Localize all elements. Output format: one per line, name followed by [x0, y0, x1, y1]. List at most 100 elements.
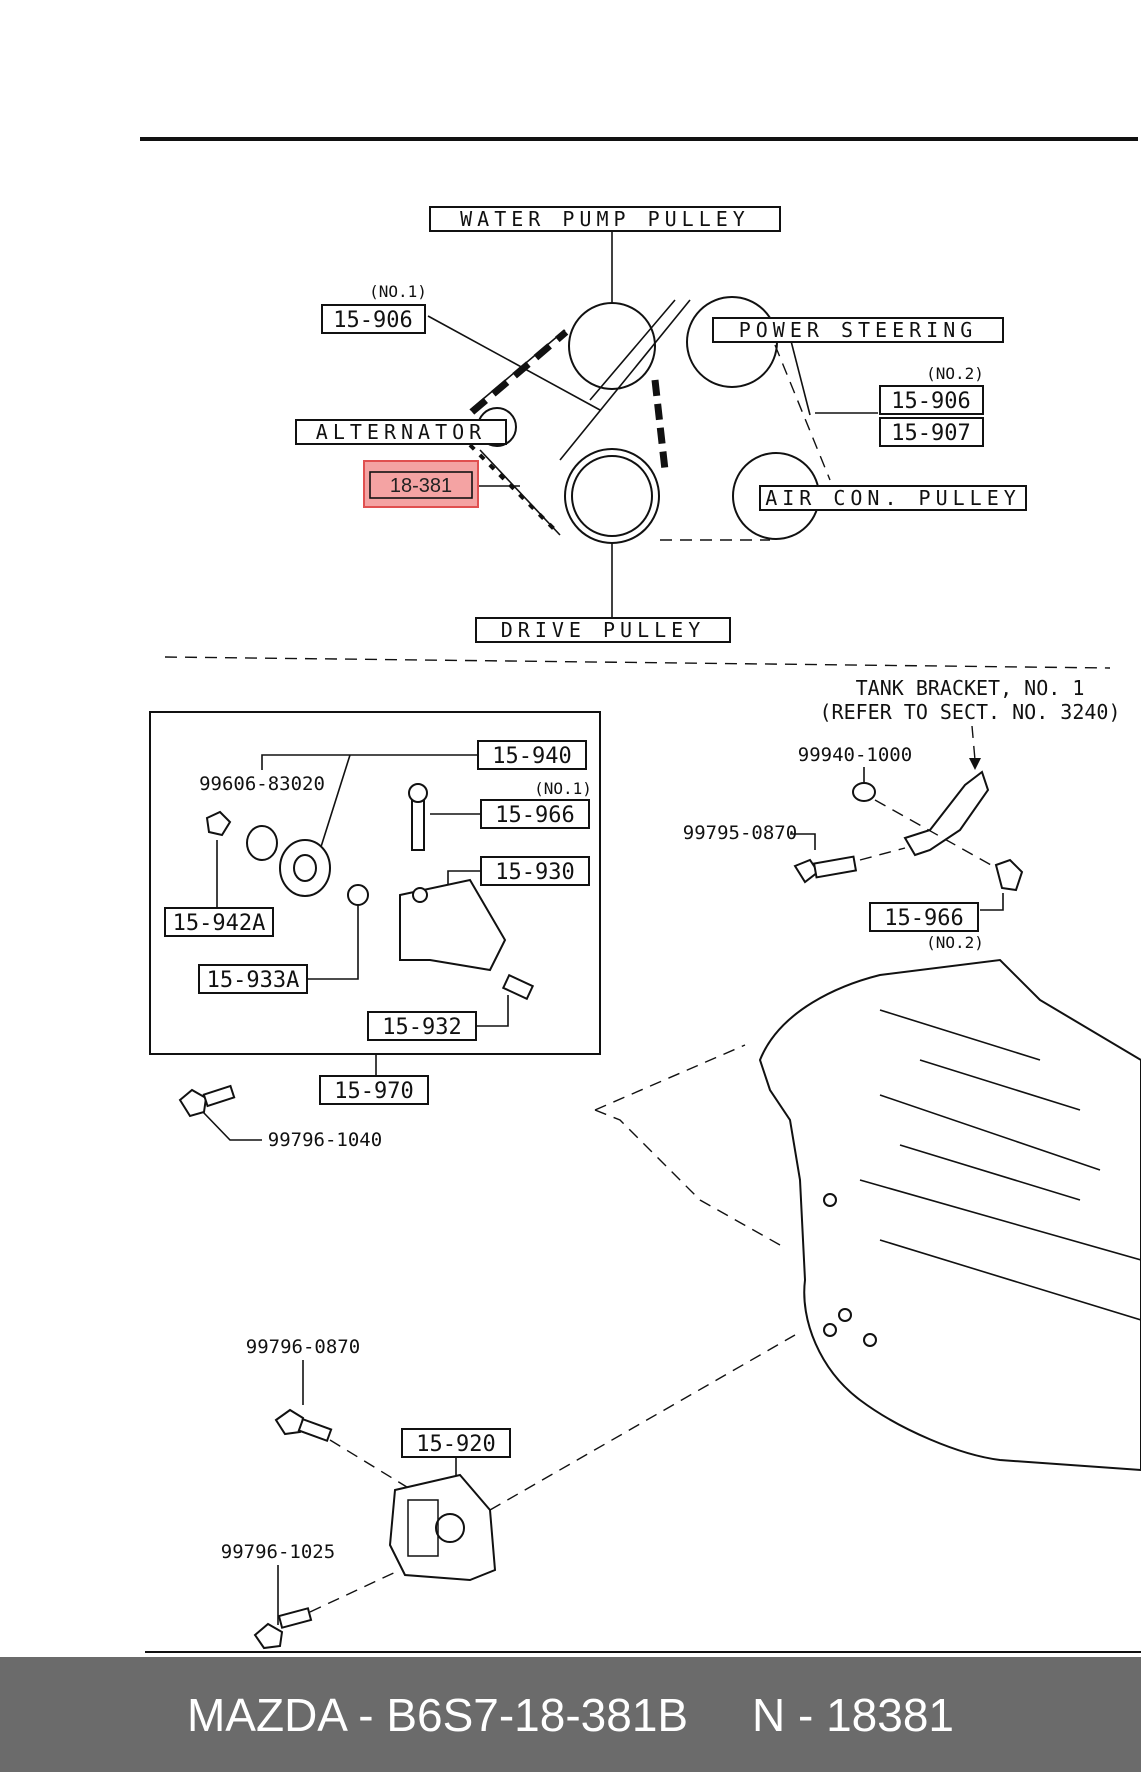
- parts-diagram: WATER PUMP PULLEY (NO.1) 15-906 POWER ST…: [140, 137, 1141, 1653]
- no1-tag-b: (NO.1): [534, 779, 592, 798]
- no2-tag-b: (NO.2): [926, 933, 984, 952]
- belt-ribs-2: [651, 379, 669, 471]
- tank-bracket-assembly: TANK BRACKET, NO. 1 (REFER TO SECT. NO. …: [683, 676, 1121, 952]
- alternator-box: [295, 419, 507, 445]
- water-pump-pulley-shape: [568, 302, 656, 390]
- bolt-99796-1040-head: [178, 1088, 208, 1118]
- belt-alternator-ribs: [469, 329, 569, 415]
- bolt-15932: [501, 973, 535, 1001]
- part-15942a-box[interactable]: [164, 907, 274, 937]
- bolt-15966-no1: [411, 794, 425, 851]
- no1-tag-a: (NO.1): [369, 282, 427, 301]
- spacer-99606: [246, 825, 278, 861]
- part-15932[interactable]: 15-932: [382, 1015, 461, 1040]
- leader-99795-0870: [790, 833, 816, 850]
- nut-15942a: [205, 810, 232, 837]
- drive-pulley-box: [475, 617, 731, 643]
- leader-15932: [476, 995, 509, 1027]
- part-99940-1000[interactable]: 99940-1000: [798, 744, 912, 766]
- part-99606-83020[interactable]: 99606-83020: [199, 773, 325, 795]
- section-divider: [164, 656, 1111, 669]
- clip-15966-no2: [994, 858, 1024, 892]
- part-15933a-box[interactable]: [198, 964, 308, 994]
- part-15906-no1[interactable]: 15-906: [333, 308, 412, 333]
- no2-tag-a: (NO.2): [926, 364, 984, 383]
- bracket-hole: [412, 887, 428, 903]
- mount-bracket-rib: [407, 1499, 439, 1557]
- tank-bracket-shape: [903, 770, 990, 857]
- power-steering-box: [712, 317, 1004, 343]
- washer-99940: [852, 782, 876, 802]
- part-15970-box[interactable]: [319, 1075, 429, 1105]
- leader-99796-1040: [202, 1111, 262, 1141]
- mount-bracket-hole: [435, 1513, 465, 1543]
- part-15907-box[interactable]: [879, 417, 984, 447]
- part-15907[interactable]: 15-907: [891, 421, 970, 446]
- leader-15933a: [307, 905, 359, 980]
- drive-pulley-label: DRIVE PULLEY: [501, 618, 706, 642]
- part-number-footer: MAZDA - B6S7-18-381B N - 18381: [0, 1657, 1141, 1772]
- part-15906-no1-box[interactable]: [321, 304, 426, 334]
- drive-pulley-inner: [571, 455, 653, 537]
- leader-15940: [261, 754, 478, 851]
- part-15920-box[interactable]: [401, 1428, 511, 1458]
- bracket-assembly-lines: [859, 799, 1001, 871]
- bolt-99796-1025-shank: [277, 1607, 313, 1629]
- part-15940[interactable]: 15-940: [492, 744, 571, 769]
- engine-hole-3: [863, 1333, 877, 1347]
- engine-ribs: [859, 1009, 1141, 1321]
- bolt-99796-1025-head: [253, 1622, 284, 1650]
- engine-hole-1: [823, 1193, 837, 1207]
- bolt-99796-0870-shank: [297, 1417, 333, 1443]
- part-15933a[interactable]: 15-933A: [207, 968, 300, 993]
- mount-bolt-line-2: [309, 1569, 401, 1613]
- leader-ps: [789, 336, 811, 416]
- belt-layout: WATER PUMP PULLEY (NO.1) 15-906 POWER ST…: [295, 206, 1027, 643]
- part-15906-no2[interactable]: 15-906: [891, 389, 970, 414]
- engine-hole-2: [838, 1308, 852, 1322]
- part-15940-box[interactable]: [477, 740, 587, 770]
- bolt-99796-1040-shank: [202, 1084, 236, 1108]
- part-99796-1040[interactable]: 99796-1040: [268, 1129, 382, 1151]
- engine-block: [594, 958, 1141, 1472]
- part-15966-no1-box[interactable]: [480, 799, 590, 829]
- leader-tank-bracket: [971, 725, 976, 761]
- part-99796-1025[interactable]: 99796-1025: [221, 1541, 335, 1563]
- part-15966-no2-box[interactable]: [869, 902, 979, 932]
- part-15932-box[interactable]: [367, 1011, 477, 1041]
- water-pump-pulley-box: [429, 206, 781, 232]
- part-15920[interactable]: 15-920: [416, 1432, 495, 1457]
- belt-ps-ac: [660, 344, 831, 541]
- mount-guide-lines: [594, 1044, 781, 1246]
- part-15930[interactable]: 15-930: [495, 860, 574, 885]
- part-15966-no1[interactable]: 15-966: [495, 803, 574, 828]
- mount-bracket-assembly: 99796-0870 15-920 99796-1025: [221, 1334, 796, 1650]
- part-99795-0870[interactable]: 99795-0870: [683, 822, 797, 844]
- part-99796-0870[interactable]: 99796-0870: [246, 1336, 360, 1358]
- part-15930-box[interactable]: [480, 856, 590, 886]
- part-15906-no2-box[interactable]: [879, 385, 984, 415]
- belt-drive-ps: [559, 299, 691, 461]
- air-con-pulley-label: AIR CON. PULLEY: [765, 486, 1021, 510]
- engine-outline: [758, 958, 1141, 1472]
- bolt-15966-head: [408, 783, 428, 803]
- leader-15930: [447, 870, 481, 890]
- part-18381[interactable]: 18-381: [390, 475, 452, 497]
- belt-ribs-3: [468, 443, 557, 532]
- part-15966-no2[interactable]: 15-966: [884, 906, 963, 931]
- bolt-99795-shank: [812, 855, 858, 879]
- part-18381-highlight[interactable]: [363, 460, 479, 508]
- tensioner-frame: [149, 711, 601, 1055]
- leader-15966-no2: [980, 893, 1004, 911]
- part-15970[interactable]: 15-970: [334, 1079, 413, 1104]
- bracket-15930: [399, 878, 507, 972]
- alternator-label: ALTERNATOR: [316, 420, 486, 444]
- air-con-pulley-box: [759, 485, 1027, 511]
- power-steering-label: POWER STEERING: [739, 318, 978, 342]
- part-15942a[interactable]: 15-942A: [173, 911, 266, 936]
- leader-15906-no1: [427, 315, 601, 411]
- idler-pulley-hub: [293, 854, 317, 882]
- part-18381-box: [369, 471, 473, 499]
- tank-bracket-arrow: [969, 758, 981, 770]
- stud-15933a: [347, 884, 369, 906]
